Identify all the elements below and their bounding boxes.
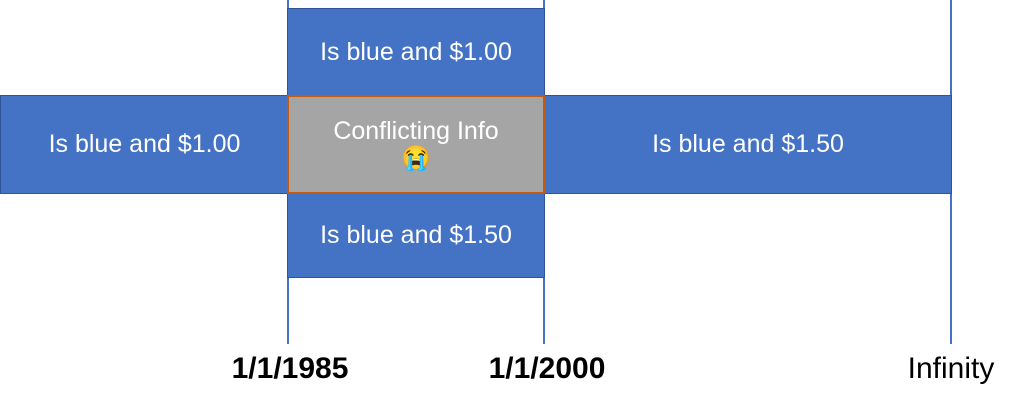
loudly-crying-face-icon: 😭 — [401, 145, 431, 173]
conflicting-info-label: Conflicting Info — [333, 116, 499, 145]
axis-label-1985: 1/1/1985 — [231, 352, 349, 385]
tick-line-2000-top — [543, 0, 545, 9]
tick-line-1985-top — [287, 0, 289, 9]
tick-line-1985-bottom — [287, 277, 289, 344]
axis-label-2000: 1/1/2000 — [488, 352, 606, 385]
interval-bar-top: Is blue and $1.00 — [287, 8, 545, 96]
interval-bar-right: Is blue and $1.50 — [544, 95, 952, 194]
axis-label-infinity: Infinity — [907, 352, 995, 385]
tick-line-2000-bottom — [543, 277, 545, 344]
interval-bar-left: Is blue and $1.00 — [0, 95, 289, 194]
interval-bar-bottom: Is blue and $1.50 — [287, 193, 545, 278]
conflicting-info-box: Conflicting Info 😭 — [287, 95, 545, 194]
